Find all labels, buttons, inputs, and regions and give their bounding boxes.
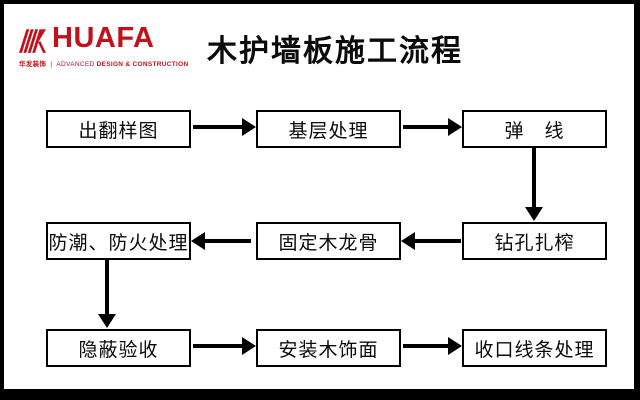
- flow-step-shop-drawing: 出翻样图: [46, 110, 191, 148]
- slide-canvas: HUAFA 华发装饰 | ADVANCED DESIGN & CONSTRUCT…: [4, 4, 634, 389]
- flow-step-snap-lines: 弹 线: [462, 110, 607, 148]
- flow-step-closing-trim: 收口线条处理: [462, 329, 607, 367]
- arrow-right-icon: [403, 118, 462, 136]
- arrow-right-icon: [403, 337, 462, 355]
- arrow-down-icon: [98, 260, 116, 328]
- page-title: 木护墙板施工流程: [207, 35, 463, 68]
- tagline-cn: 华发装饰: [19, 61, 47, 68]
- arrow-right-icon: [193, 118, 256, 136]
- huafa-k-icon: [19, 29, 46, 53]
- arrow-right-icon: [193, 337, 256, 355]
- flow-step-concealed-acceptance: 隐蔽验收: [46, 329, 191, 367]
- arrow-left-icon: [401, 232, 461, 250]
- flow-step-drill-holes: 钻孔扎榨: [462, 222, 607, 260]
- tagline-divider: |: [50, 61, 53, 68]
- flow-step-fix-wood-keel: 固定木龙骨: [256, 222, 401, 260]
- tagline-en-bold: DESIGN & CONSTRUCTION: [96, 61, 189, 68]
- flow-step-base-treatment: 基层处理: [256, 110, 401, 148]
- brand-name: HUAFA: [52, 22, 155, 54]
- arrow-left-icon: [191, 232, 251, 250]
- tagline-en-regular: ADVANCED: [56, 61, 95, 68]
- huafa-logo: HUAFA 华发装饰 | ADVANCED DESIGN & CONSTRUCT…: [19, 24, 189, 68]
- flow-step-install-wood-veneer: 安装木饰面: [256, 329, 401, 367]
- brand-tagline: 华发装饰 | ADVANCED DESIGN & CONSTRUCTION: [19, 58, 189, 68]
- arrow-down-icon: [525, 148, 543, 221]
- flow-step-moisture-fire-treatment: 防潮、防火处理: [46, 222, 191, 260]
